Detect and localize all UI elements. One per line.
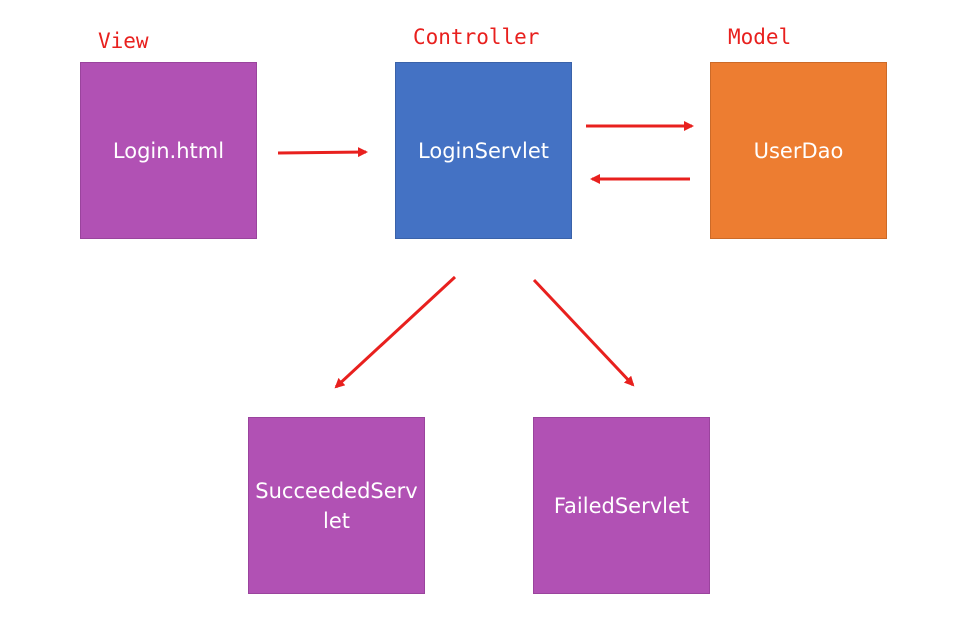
- login-servlet-node-label: LoginServlet: [418, 138, 549, 163]
- failed-servlet-node: FailedServlet: [533, 417, 710, 594]
- view-layer-label: View: [98, 29, 149, 53]
- login-html-node: Login.html: [80, 62, 257, 239]
- arrow-login-to-servlet: [277, 147, 368, 158]
- login-html-node-label: Login.html: [112, 138, 225, 163]
- model-layer-label: Model: [728, 25, 792, 49]
- succeeded-servlet-node-label: SucceededServlet: [255, 478, 418, 533]
- user-dao-node: UserDao: [710, 62, 887, 239]
- failed-servlet-node-label: FailedServlet: [553, 493, 690, 518]
- login-servlet-node: LoginServlet: [395, 62, 572, 239]
- arrow-servlet-to-succeeded: [334, 275, 457, 389]
- succeeded-servlet-node: SucceededServlet: [248, 417, 425, 594]
- arrow-servlet-to-failed: [532, 278, 635, 387]
- controller-layer-label: Controller: [413, 25, 540, 49]
- user-dao-node-label: UserDao: [753, 138, 844, 163]
